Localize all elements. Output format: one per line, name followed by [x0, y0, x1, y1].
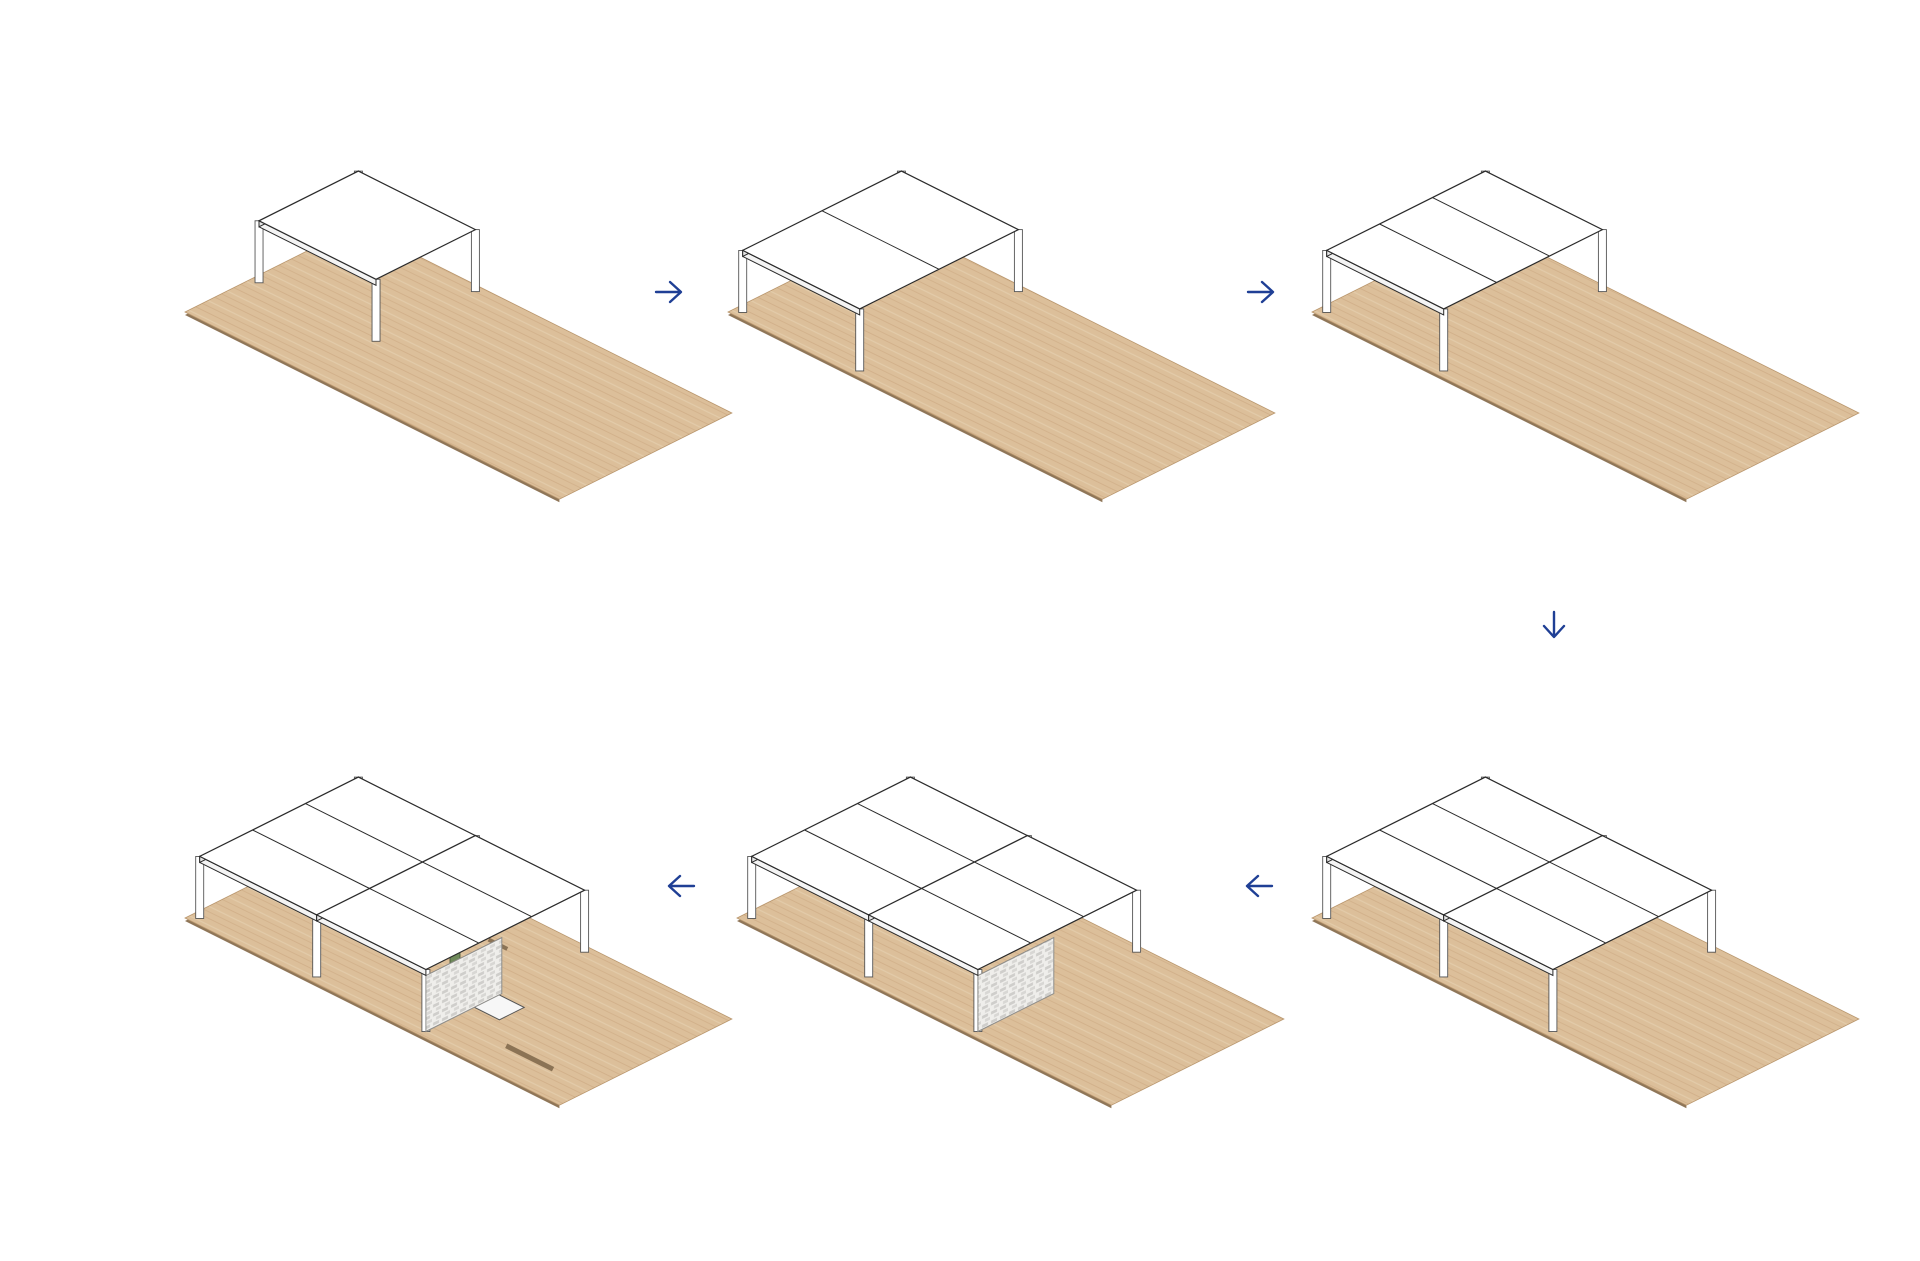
post — [1322, 856, 1332, 919]
post — [747, 856, 757, 919]
stage-3 — [1311, 170, 1860, 503]
stage-6 — [184, 776, 733, 1109]
arrow-down-icon — [1542, 610, 1566, 639]
stage-4 — [1311, 776, 1860, 1109]
post — [855, 308, 865, 372]
roof-seam — [1432, 197, 1550, 257]
roof-seam — [821, 210, 940, 270]
post — [1597, 229, 1607, 293]
roof-seam — [305, 803, 423, 863]
roof-seam — [422, 861, 532, 918]
roof-seam — [252, 829, 370, 889]
roof-seam — [921, 888, 1032, 944]
post — [864, 914, 874, 978]
roof-seam — [804, 829, 922, 889]
roof-seam — [1432, 803, 1550, 863]
post — [1013, 229, 1023, 293]
arrow-left-icon — [667, 874, 696, 898]
screen-wall — [977, 936, 1055, 1033]
roof-seam — [1379, 829, 1497, 889]
stage-5 — [736, 776, 1285, 1109]
post — [1439, 914, 1449, 978]
wooden-deck — [184, 225, 733, 500]
post — [1707, 889, 1717, 953]
roof-panel — [257, 170, 477, 280]
post — [371, 278, 381, 342]
roof-panel — [315, 834, 586, 971]
post — [1132, 889, 1142, 953]
arrow-right-icon — [1246, 280, 1275, 304]
arrow-left-icon — [1245, 874, 1274, 898]
post — [1322, 249, 1332, 313]
roof-seam — [1496, 888, 1607, 944]
stage-1 — [184, 170, 733, 503]
post — [470, 229, 480, 293]
roof-seam — [857, 803, 975, 863]
picnic-table — [505, 1043, 555, 1072]
post — [738, 249, 748, 313]
stage-2 — [727, 170, 1276, 503]
post — [254, 220, 264, 284]
post — [195, 856, 205, 919]
roof-seam — [1549, 861, 1659, 918]
roof-seam — [369, 888, 480, 944]
screen-wall — [425, 936, 503, 1033]
post — [1439, 308, 1449, 372]
roof-panel — [1442, 834, 1713, 971]
roof-seam — [974, 861, 1084, 918]
post — [312, 914, 322, 978]
roof-panel — [1325, 170, 1604, 310]
post — [1548, 969, 1558, 1032]
roof-seam — [1379, 223, 1497, 283]
post — [580, 889, 590, 953]
arrow-right-icon — [654, 280, 683, 304]
roof-panel — [867, 834, 1138, 971]
